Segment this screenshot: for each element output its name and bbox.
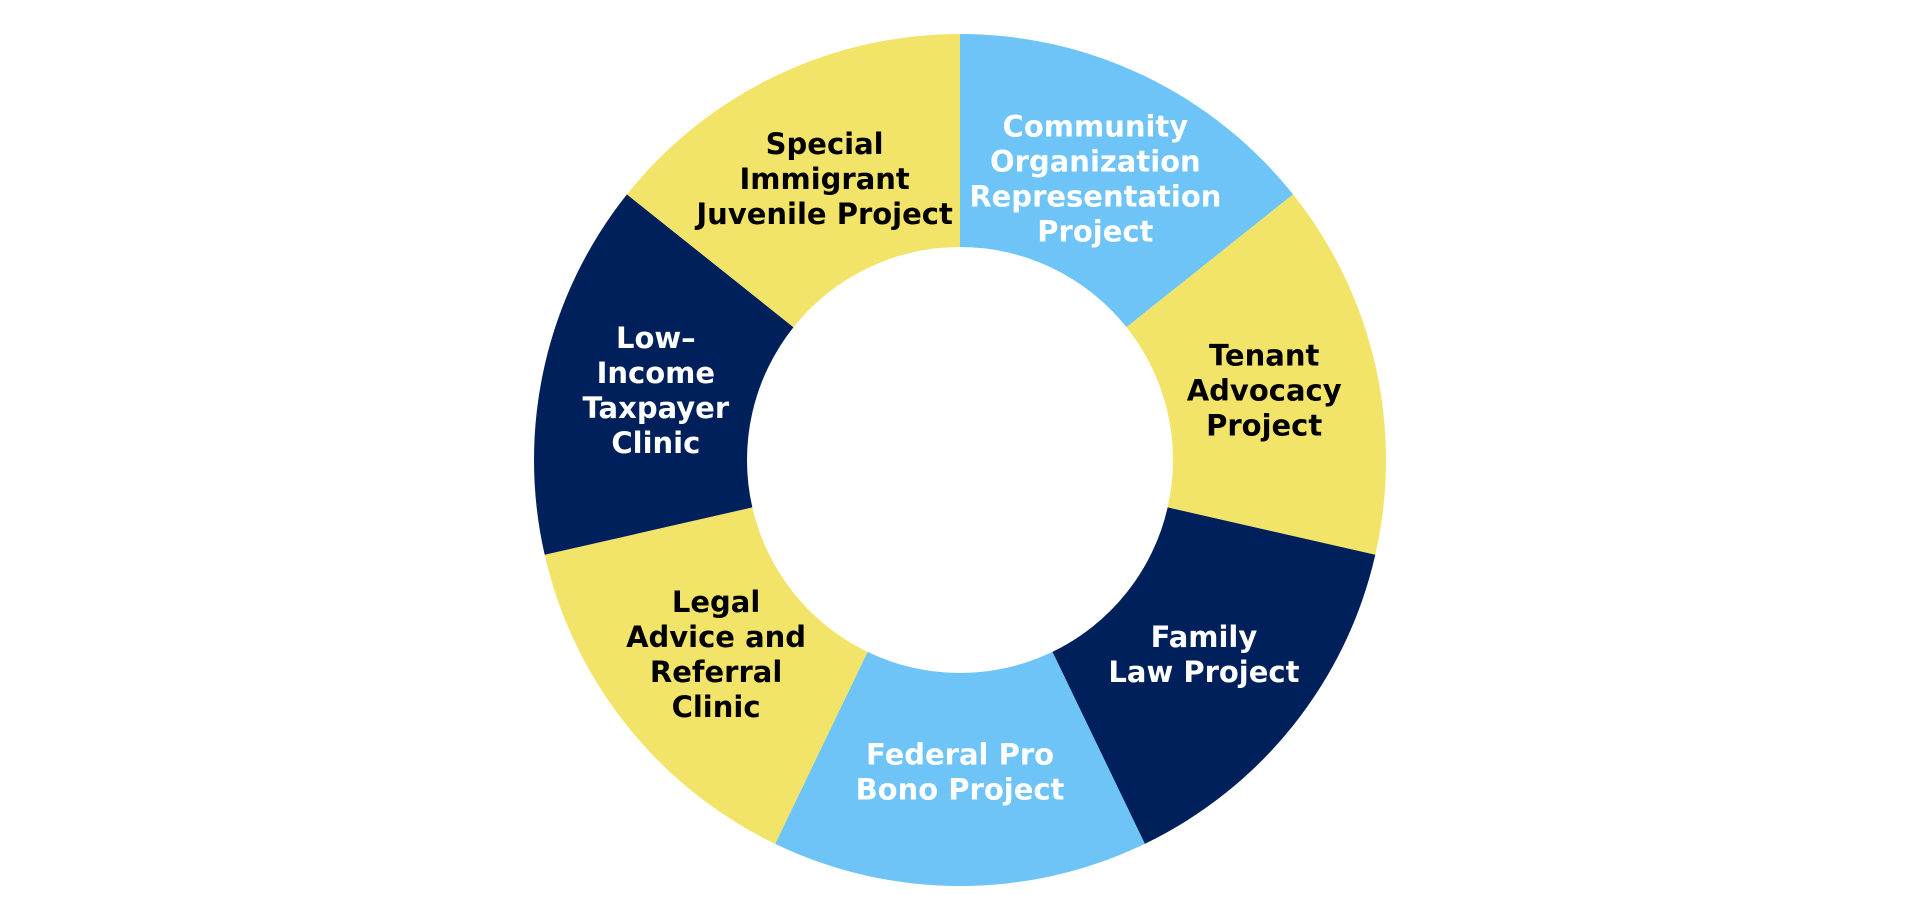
slice-label-line: Immigrant <box>739 162 909 196</box>
slice-label-line: Juvenile Project <box>694 197 953 231</box>
slice-label-line: Taxpayer <box>583 391 730 425</box>
slice-label-line: Representation <box>969 179 1221 213</box>
slice-label-line: Tenant <box>1209 339 1319 373</box>
slice-label-line: Bono Project <box>856 773 1065 807</box>
slice-label-line: Advocacy <box>1187 374 1342 408</box>
slice-label-line: Project <box>1037 214 1153 248</box>
slice-label-line: Project <box>1206 409 1322 443</box>
slice-label-line: Referral <box>650 655 782 689</box>
slice-label-line: Organization <box>990 144 1201 178</box>
slice-label-line: Clinic <box>611 426 700 460</box>
slice-label-line: Community <box>1003 109 1189 143</box>
donut-slice <box>1126 194 1386 555</box>
donut-slice <box>775 651 1145 886</box>
donut-slice <box>1052 507 1376 844</box>
slice-label-line: Federal Pro <box>866 738 1054 772</box>
slice-label-line: Low– <box>616 321 696 355</box>
slice-label-line: Law Project <box>1108 655 1299 689</box>
donut-slice <box>960 34 1294 328</box>
slice-label-line: Income <box>597 356 715 390</box>
slice-label-line: Legal <box>672 585 760 619</box>
donut-slice <box>534 194 794 555</box>
donut-slice <box>626 33 960 328</box>
slice-label-line: Clinic <box>672 690 761 724</box>
slice-label-line: Special <box>766 127 884 161</box>
slice-label-line: Advice and <box>626 620 806 654</box>
donut-slice <box>544 507 868 844</box>
slice-label-line: Family <box>1151 620 1258 654</box>
